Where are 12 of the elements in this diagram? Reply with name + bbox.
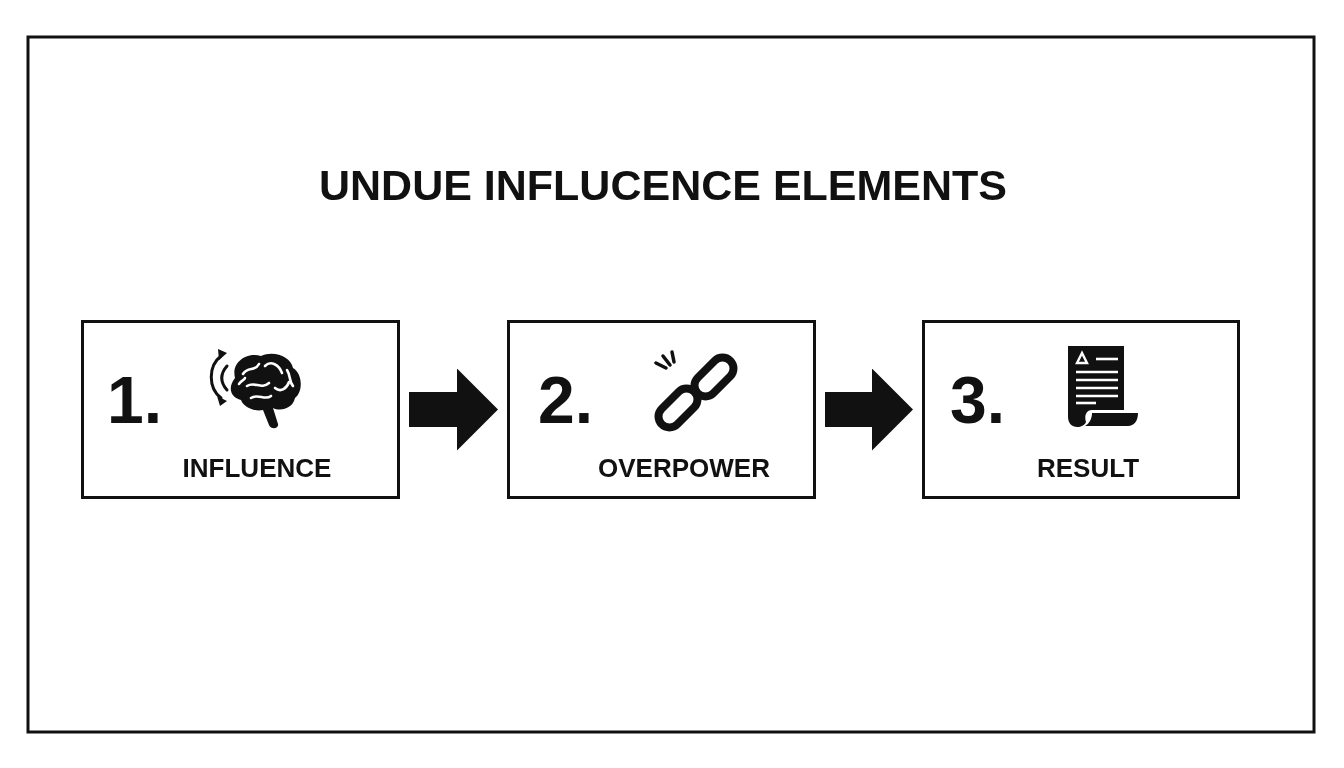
step-box bbox=[922, 320, 1240, 499]
step-number: 3. bbox=[950, 367, 1006, 433]
step-label: INFLUENCE bbox=[182, 455, 332, 481]
step-label: OVERPOWER bbox=[598, 455, 770, 481]
step-label: RESULT bbox=[1036, 455, 1140, 481]
step-number: 2. bbox=[538, 367, 594, 433]
step-number: 1. bbox=[107, 367, 163, 433]
block-arrow bbox=[825, 368, 913, 451]
block-arrow bbox=[409, 368, 498, 451]
diagram-title: UNDUE INFLUCENCE ELEMENTS bbox=[319, 164, 1007, 207]
step-box bbox=[81, 320, 400, 499]
step-box bbox=[507, 320, 816, 499]
